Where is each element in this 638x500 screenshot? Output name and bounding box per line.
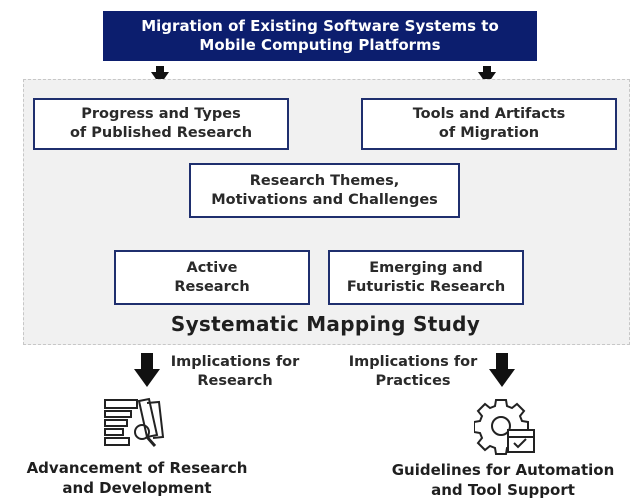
box-emerging-line-1: Emerging and bbox=[369, 259, 483, 276]
outcome-advancement-line-2: and Development bbox=[62, 479, 212, 497]
implications-practices: Implications for Practices bbox=[338, 353, 488, 391]
gear-checklist-icon bbox=[474, 399, 535, 455]
outcome-guidelines-line-1: Guidelines for Automation bbox=[391, 461, 615, 479]
study-label: Systematic Mapping Study bbox=[170, 312, 481, 336]
box-active-line-2: Research bbox=[174, 278, 250, 295]
box-themes-line-1: Research Themes, bbox=[249, 172, 400, 189]
box-themes-line-2: Motivations and Challenges bbox=[211, 191, 438, 208]
documents-magnifier-icon bbox=[104, 397, 165, 447]
outcome-advancement: Advancement of Research and Development bbox=[13, 458, 261, 498]
box-tools-artifacts: Tools and Artifacts of Migration bbox=[361, 98, 617, 150]
box-active-research: Active Research bbox=[114, 250, 310, 305]
box-progress-line-1: Progress and Types bbox=[81, 106, 241, 122]
title-line-2: Mobile Computing Platforms bbox=[199, 36, 441, 54]
box-tools-line-2: of Migration bbox=[438, 125, 540, 141]
implications-research-line-2: Research bbox=[197, 373, 273, 389]
title-box: Migration of Existing Software Systems t… bbox=[103, 11, 537, 61]
outcome-guidelines-line-2: and Tool Support bbox=[431, 481, 575, 499]
box-progress-types: Progress and Types of Published Research bbox=[33, 98, 289, 150]
implications-practices-line-2: Practices bbox=[375, 373, 451, 389]
arrow-title-right bbox=[478, 66, 496, 85]
outcome-guidelines: Guidelines for Automation and Tool Suppo… bbox=[375, 460, 631, 500]
implications-practices-line-1: Implications for bbox=[348, 354, 478, 370]
box-emerging-research: Emerging and Futuristic Research bbox=[328, 250, 524, 305]
box-research-themes: Research Themes, Motivations and Challen… bbox=[189, 163, 460, 218]
title-line-1: Migration of Existing Software Systems t… bbox=[141, 17, 499, 35]
box-tools-line-1: Tools and Artifacts bbox=[412, 106, 566, 122]
implications-research-line-1: Implications for bbox=[170, 354, 300, 370]
implications-research: Implications for Research bbox=[160, 353, 310, 391]
arrow-implication-practices bbox=[489, 353, 515, 387]
arrow-title-left bbox=[151, 66, 169, 85]
arrow-implication-research bbox=[134, 353, 160, 387]
box-progress-line-2: of Published Research bbox=[69, 125, 253, 141]
outcome-advancement-line-1: Advancement of Research bbox=[26, 459, 248, 477]
box-active-line-1: Active bbox=[186, 259, 238, 276]
box-emerging-line-2: Futuristic Research bbox=[346, 278, 506, 295]
